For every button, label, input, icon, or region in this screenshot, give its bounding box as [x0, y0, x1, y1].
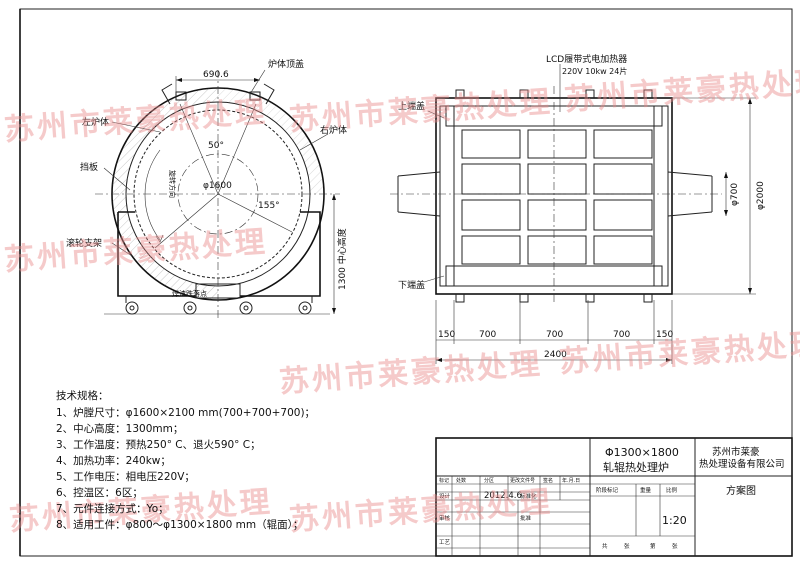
- company-name-2: 热处理设备有限公司: [699, 458, 785, 470]
- drawing-scale: 1:20: [662, 514, 687, 527]
- mid-weight: 重量: [640, 486, 652, 494]
- product-name-1: Φ1300×1800: [605, 446, 679, 459]
- dim-phi2000: φ2000: [756, 181, 766, 210]
- angle-50: 50°: [208, 141, 224, 151]
- product-name-2: 轧辊热处理炉: [603, 460, 669, 474]
- row-standard: 标准化: [520, 492, 537, 500]
- label-right-body: 右炉体: [320, 124, 347, 136]
- watermark-8: 苏州市莱豪热处理: [288, 485, 554, 538]
- rotation-note: 旋转方向: [168, 170, 177, 198]
- col-label-date: 年.月.日: [562, 477, 580, 484]
- diameter-1600: φ1600: [203, 181, 232, 191]
- mid-stage: 阶段标记: [596, 486, 619, 494]
- cross-section-view: [95, 69, 340, 318]
- bottom-sheet-2: 张: [672, 542, 678, 550]
- heater-title: LCD履带式电加热器: [546, 53, 627, 65]
- bottom-sheet-1: 张: [624, 542, 630, 550]
- bottom-total: 共: [602, 542, 608, 550]
- label-roller-frame: 滚轮支架: [66, 237, 102, 249]
- col-label-mark: 标记: [439, 477, 449, 484]
- row-process: 工艺: [439, 539, 451, 546]
- dim-150-left: 150: [438, 330, 455, 340]
- heater-panels: [461, 129, 653, 265]
- col-label-count: 处数: [456, 477, 466, 484]
- spec-heading: 技术规格：: [56, 390, 109, 402]
- spec-item-5: 5、工作电压：相电压220V；: [56, 471, 195, 483]
- label-upper-cover: 上端盖: [398, 100, 425, 112]
- longitudinal-view: [390, 64, 756, 364]
- dim-700-a: 700: [479, 330, 496, 340]
- company-name-1: 苏州市莱豪: [712, 446, 760, 458]
- label-lower-cover: 下端盖: [398, 279, 425, 291]
- dim-150-right: 150: [656, 330, 673, 340]
- dim-690: 690.6: [203, 70, 229, 80]
- col-label-zone: 分区: [484, 477, 494, 484]
- title-block: [435, 437, 793, 557]
- dim-phi700: φ700: [730, 183, 740, 206]
- dim-700-c: 700: [613, 330, 630, 340]
- col-label-sign: 签名: [543, 477, 553, 484]
- watermark-6: 苏州市莱豪热处理: [558, 327, 800, 380]
- angle-155: 155°: [258, 201, 280, 211]
- label-top-cover: 炉体顶盖: [268, 58, 304, 70]
- spec-item-4: 4、加热功率：240kw；: [56, 455, 171, 467]
- mid-scale: 比例: [666, 486, 678, 494]
- center-height-dim: 1300 中心高度: [336, 228, 348, 290]
- drawing-date: 2012.4.6: [484, 491, 522, 501]
- label-baffle: 挡板: [80, 161, 98, 173]
- drawing-type: 方案图: [726, 484, 756, 497]
- spec-item-1: 1、炉膛尺寸：φ1600×2100 mm(700+700+700)；: [56, 407, 316, 419]
- bottom-page: 第: [650, 542, 656, 550]
- col-label-change: 更改文件号: [510, 477, 535, 484]
- row-approve: 批准: [520, 514, 532, 522]
- label-left-body: 左炉体: [82, 116, 109, 128]
- row-design: 设计: [439, 492, 451, 500]
- dim-2400: 2400: [544, 350, 567, 360]
- row-review: 审核: [439, 514, 451, 522]
- spec-item-7: 7、元件连接方式：Yo；: [56, 503, 169, 515]
- dim-700-b: 700: [546, 330, 563, 340]
- spec-item-3: 3、工作温度：预热250° C、退火590° C；: [56, 439, 261, 451]
- watermark-5: 苏州市莱豪热处理: [278, 347, 544, 400]
- spec-item-2: 2、中心高度：1300mm；: [56, 423, 184, 435]
- spec-item-6: 6、控温区：6区；: [56, 487, 143, 499]
- watermark-4: 苏州市莱豪热处理: [3, 225, 269, 278]
- heater-spec: 220V 10kw 24片: [562, 66, 627, 76]
- slag-note: 焊渣跌落点: [172, 289, 207, 298]
- spec-item-8: 8、适用工件：φ800～φ1300×1800 mm（辊面）；: [56, 519, 304, 531]
